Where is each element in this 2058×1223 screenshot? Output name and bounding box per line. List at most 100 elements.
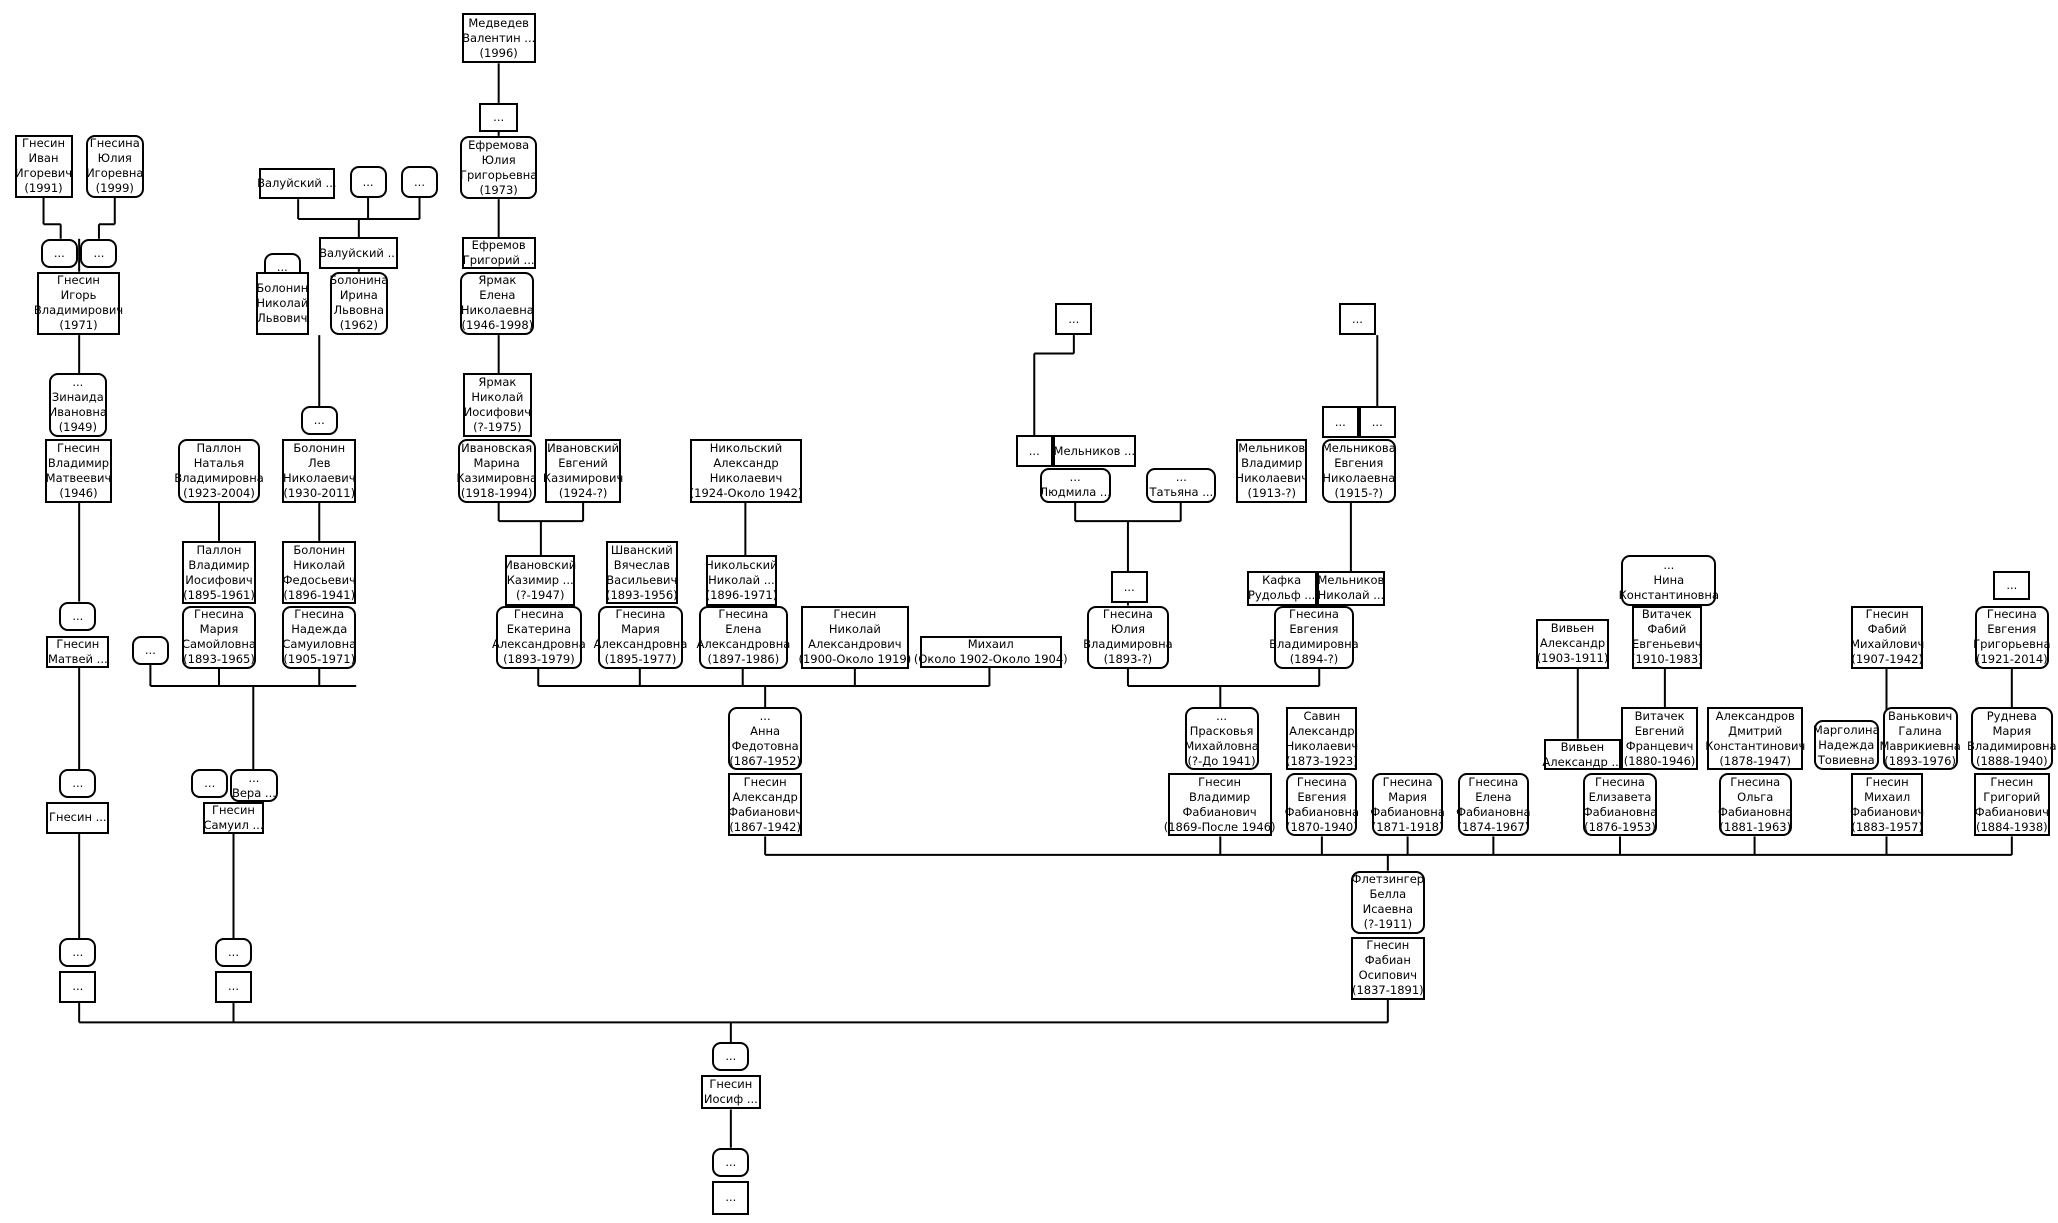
person-card[interactable]: Валуйский ...: [319, 237, 399, 270]
person-card[interactable]: ...Вера ...: [229, 769, 279, 803]
person-card[interactable]: Мельников ...: [1052, 435, 1136, 467]
person-card[interactable]: ...: [80, 238, 118, 268]
person-card[interactable]: ...: [1993, 571, 2031, 601]
person-card[interactable]: ...: [215, 937, 252, 967]
person-card-line: Фабианович: [728, 804, 803, 819]
person-card[interactable]: ...: [1015, 435, 1053, 467]
person-card[interactable]: ...: [59, 769, 97, 799]
person-card[interactable]: ...: [1321, 406, 1359, 438]
person-card[interactable]: Гнесин ...: [46, 802, 110, 834]
person-card[interactable]: ...: [1110, 571, 1148, 603]
person-card[interactable]: ...: [1055, 303, 1093, 336]
person-card[interactable]: ...: [300, 406, 338, 436]
person-card-line: Михайловна: [1184, 738, 1259, 753]
person-card[interactable]: ...: [59, 970, 97, 1003]
person-card[interactable]: ...: [59, 601, 97, 631]
person-card[interactable]: ...: [478, 102, 519, 132]
person-card[interactable]: ...: [40, 238, 78, 268]
person-card[interactable]: ...: [401, 166, 438, 198]
person-card[interactable]: ...: [712, 1180, 750, 1215]
person-card[interactable]: ...: [59, 937, 97, 967]
person-card[interactable]: Валуйский ...: [257, 167, 337, 200]
person-card[interactable]: ...: [1339, 303, 1376, 336]
person-card-line: Гнесина: [1730, 774, 1781, 789]
person-card[interactable]: ...: [712, 1042, 750, 1072]
person-card[interactable]: ...: [349, 166, 387, 198]
person-card[interactable]: ...: [191, 769, 229, 799]
person-card-line: Маврикиевна: [1879, 738, 1961, 753]
person-card-line: (1874-1967): [1457, 819, 1530, 834]
person-card-line: Иван: [28, 151, 59, 166]
person-card[interactable]: Михаил(Около 1902-Около 1904): [914, 635, 1068, 668]
person-card[interactable]: ...: [215, 970, 252, 1003]
person-card[interactable]: ...: [712, 1147, 750, 1177]
person-card[interactable]: ...: [1358, 406, 1396, 438]
person-card[interactable]: ...Людмила ...: [1039, 468, 1111, 503]
person-card[interactable]: ...: [131, 635, 169, 665]
person-card[interactable]: ...Татьяна ...: [1146, 468, 1217, 503]
